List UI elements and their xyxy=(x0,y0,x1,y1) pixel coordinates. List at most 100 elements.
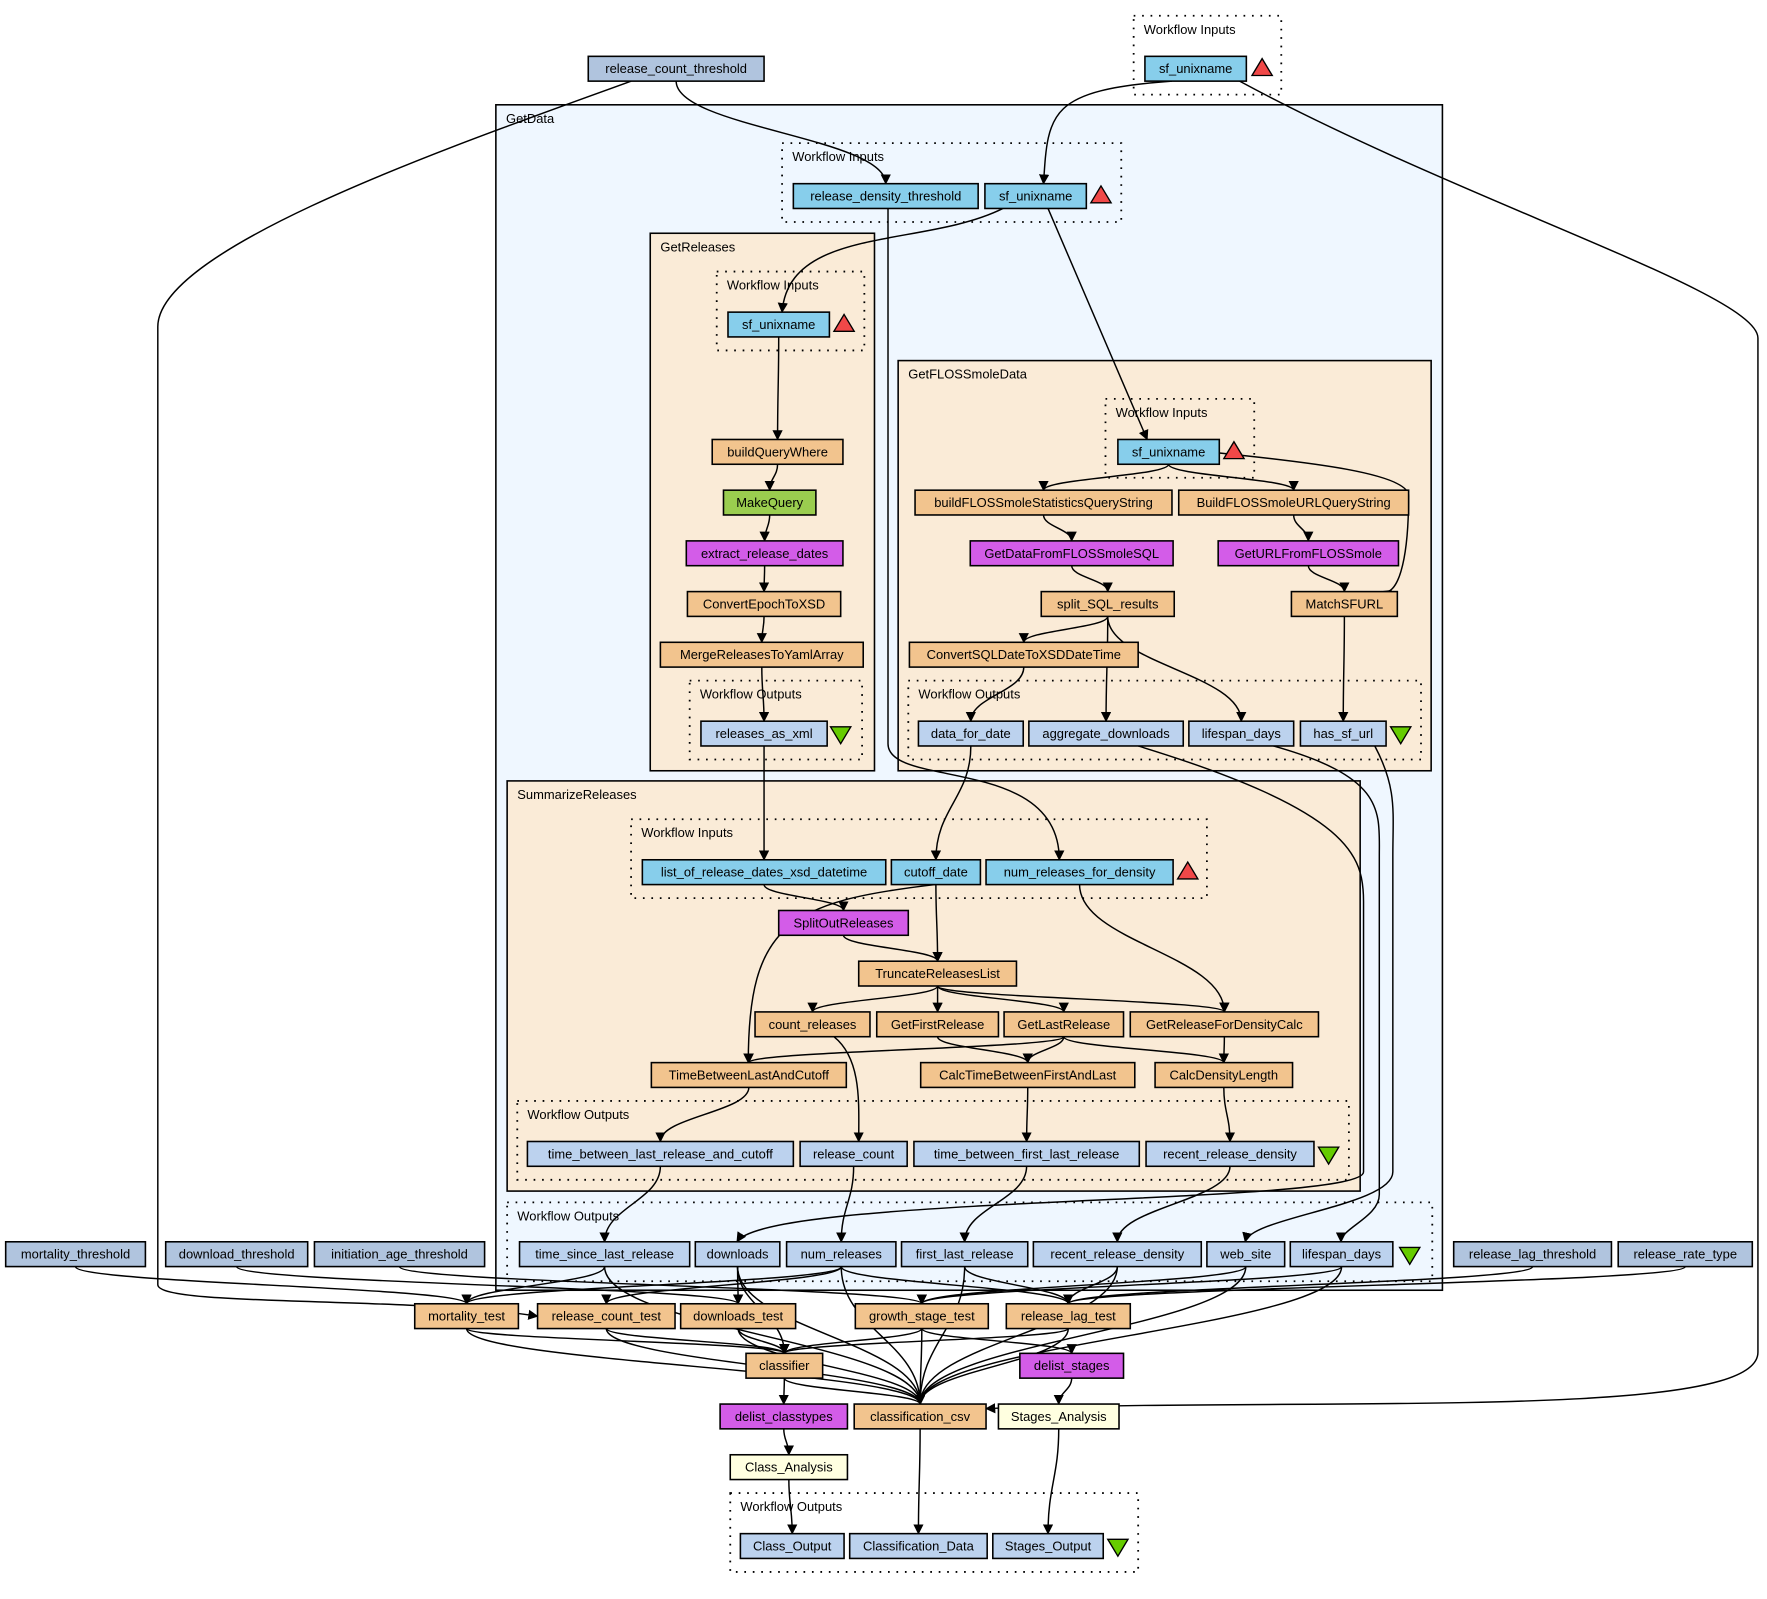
node-releases-as-xml[interactable]: releases_as_xml xyxy=(700,720,828,747)
node-extract-release-dates[interactable]: extract_release_dates xyxy=(685,540,844,567)
node-classifier[interactable]: classifier xyxy=(745,1352,824,1379)
node-growth-stage-test[interactable]: growth_stage_test xyxy=(854,1302,990,1330)
node-delist-stages[interactable]: delist_stages xyxy=(1019,1352,1125,1379)
node-buildQueryWhere[interactable]: buildQueryWhere xyxy=(711,438,844,466)
node-release-count[interactable]: release_count xyxy=(799,1140,908,1168)
edge-GetDataFromFLOSSmoleSQL-to-split_SQL_results xyxy=(1070,565,1113,593)
node-mortality-test[interactable]: mortality_test xyxy=(413,1302,520,1330)
node-classification-csv[interactable]: classification_csv xyxy=(853,1403,987,1430)
node-Class-Output[interactable]: Class_Output xyxy=(739,1532,845,1560)
node-release-count-test[interactable]: release_count_test xyxy=(536,1302,676,1330)
cluster-getdata-inputs: Workflow Inputs xyxy=(781,142,1123,223)
node-Classification-Data[interactable]: Classification_Data xyxy=(848,1532,988,1560)
node-num-releases-for-density[interactable]: num_releases_for_density xyxy=(985,858,1174,886)
node-cutoff-date[interactable]: cutoff_date xyxy=(890,858,982,886)
node-label: GetDataFromFLOSSmoleSQL xyxy=(984,546,1159,561)
node-release-count-threshold[interactable]: release_count_threshold xyxy=(587,55,765,82)
node-release-lag-threshold[interactable]: release_lag_threshold xyxy=(1452,1240,1613,1268)
node-downloads[interactable]: downloads xyxy=(694,1240,781,1268)
edge-MergeReleasesToYamlArray-to-releases_as_xml xyxy=(758,667,770,723)
node-SplitOutReleases[interactable]: SplitOutReleases xyxy=(777,909,910,937)
output-triangle-icon xyxy=(1317,1146,1340,1166)
node-label: Classification_Data xyxy=(863,1539,975,1554)
node-top-sf-unixname[interactable]: sf_unixname xyxy=(1144,55,1248,82)
node-initiation-age-threshold[interactable]: initiation_age_threshold xyxy=(313,1240,486,1268)
node-recent-release-density[interactable]: recent_release_density xyxy=(1032,1240,1203,1268)
node-mortality-threshold[interactable]: mortality_threshold xyxy=(4,1240,147,1268)
node-label: MakeQuery xyxy=(736,495,803,510)
node-buildFLOSSmoleStatisticsQueryString[interactable]: buildFLOSSmoleStatisticsQueryString xyxy=(914,489,1173,516)
node-gr-sf-unixname[interactable]: sf_unixname xyxy=(727,311,831,338)
edge-num_releases-to-mortality_test xyxy=(461,1265,842,1305)
node-delist-classtypes[interactable]: delist_classtypes xyxy=(719,1403,849,1430)
node-release-rate-type[interactable]: release_rate_type xyxy=(1617,1240,1754,1268)
edge-time_since_last_release-to-mortality_test xyxy=(461,1266,606,1305)
node-release-lag-test[interactable]: release_lag_test xyxy=(1005,1302,1132,1330)
node-gf-lifespan-days[interactable]: lifespan_days xyxy=(1188,720,1295,747)
node-GetFirstRelease[interactable]: GetFirstRelease xyxy=(875,1011,1000,1038)
edge-GetReleaseForDensityCalc-to-CalcDensityLength xyxy=(1218,1036,1229,1064)
node-GetReleaseForDensityCalc[interactable]: GetReleaseForDensityCalc xyxy=(1129,1011,1320,1038)
node-MatchSFURL[interactable]: MatchSFURL xyxy=(1290,590,1399,618)
node-label: Stages_Analysis xyxy=(1011,1409,1107,1424)
node-downloads-test[interactable]: downloads_test xyxy=(679,1302,797,1330)
node-label: CalcTimeBetweenFirstAndLast xyxy=(939,1068,1117,1083)
node-label: data_for_date xyxy=(931,726,1011,741)
node-GetDataFromFLOSSmoleSQL[interactable]: GetDataFromFLOSSmoleSQL xyxy=(969,540,1174,567)
node-GetURLFromFLOSSmole[interactable]: GetURLFromFLOSSmole xyxy=(1217,540,1400,567)
node-label: Stages_Output xyxy=(1005,1539,1092,1554)
node-gf-sf-unixname[interactable]: sf_unixname xyxy=(1117,438,1221,466)
node-CalcDensityLength[interactable]: CalcDensityLength xyxy=(1154,1061,1294,1089)
node-TruncateReleasesList[interactable]: TruncateReleasesList xyxy=(857,960,1018,987)
edge-GetLastRelease-to-CalcDensityLength xyxy=(1063,1036,1229,1064)
node-label: MergeReleasesToYamlArray xyxy=(680,647,844,662)
edge-release_count-to-num_releases xyxy=(836,1166,855,1243)
node-label: CalcDensityLength xyxy=(1170,1068,1279,1083)
cluster-label: SummarizeReleases xyxy=(517,787,636,802)
node-TimeBetweenLastAndCutoff[interactable]: TimeBetweenLastAndCutoff xyxy=(650,1061,848,1089)
node-gd-release-density-threshold[interactable]: release_density_threshold xyxy=(792,182,979,210)
node-split-SQL-results[interactable]: split_SQL_results xyxy=(1040,590,1176,618)
node-label: downloads xyxy=(707,1247,769,1262)
node-MakeQuery[interactable]: MakeQuery xyxy=(722,489,817,516)
node-label: first_last_release xyxy=(916,1247,1014,1262)
node-web-site[interactable]: web_site xyxy=(1206,1240,1286,1268)
node-MergeReleasesToYamlArray[interactable]: MergeReleasesToYamlArray xyxy=(659,641,865,668)
node-gd-sf-unixname[interactable]: sf_unixname xyxy=(984,182,1088,210)
node-download-threshold[interactable]: download_threshold xyxy=(164,1240,309,1268)
node-label: release_count xyxy=(813,1146,895,1161)
node-sr-recent-release-density[interactable]: recent_release_density xyxy=(1145,1140,1315,1168)
edge-BuildFLOSSmoleURLQueryString-to-GetURLFromFLOSSmole xyxy=(1292,514,1314,542)
node-Stages-Analysis[interactable]: Stages_Analysis xyxy=(997,1403,1120,1430)
node-data-for-date[interactable]: data_for_date xyxy=(917,720,1025,747)
cluster-getreleases-inputs: Workflow Inputs xyxy=(715,270,866,352)
node-count-releases[interactable]: count_releases xyxy=(754,1011,871,1038)
edge-gd_sf_unixname-to-gr_sf_unixname xyxy=(777,207,1004,314)
node-ConvertSQLDateToXSDDateTime[interactable]: ConvertSQLDateToXSDDateTime xyxy=(908,641,1139,668)
edge-GetLastRelease-to-CalcTimeBetweenFirstAndLast xyxy=(1022,1036,1065,1064)
node-label: release_rate_type xyxy=(1633,1247,1737,1262)
node-lifespan-days[interactable]: lifespan_days xyxy=(1289,1240,1394,1268)
node-num-releases[interactable]: num_releases xyxy=(785,1240,897,1268)
node-GetLastRelease[interactable]: GetLastRelease xyxy=(1003,1011,1125,1038)
node-aggregate-downloads[interactable]: aggregate_downloads xyxy=(1028,720,1185,747)
cluster-getflossmole-outputs: Workflow Outputs xyxy=(907,679,1422,761)
cluster-label: Workflow Outputs xyxy=(918,687,1020,702)
node-BuildFLOSSmoleURLQueryString[interactable]: BuildFLOSSmoleURLQueryString xyxy=(1177,489,1410,516)
edge-top_sf_unixname-to-classification_csv xyxy=(985,80,1759,1414)
node-first-last-release[interactable]: first_last_release xyxy=(900,1240,1029,1268)
node-label: downloads_test xyxy=(693,1309,783,1324)
node-time-between-last-release-and-cutoff[interactable]: time_between_last_release_and_cutoff xyxy=(526,1140,795,1168)
node-ConvertEpochToXSD[interactable]: ConvertEpochToXSD xyxy=(686,590,842,618)
node-time-since-last-release[interactable]: time_since_last_release xyxy=(518,1240,691,1268)
node-label: sf_unixname xyxy=(999,189,1072,204)
node-label: ConvertSQLDateToXSDDateTime xyxy=(927,647,1121,662)
node-Class-Analysis[interactable]: Class_Analysis xyxy=(729,1453,849,1481)
node-CalcTimeBetweenFirstAndLast[interactable]: CalcTimeBetweenFirstAndLast xyxy=(919,1061,1136,1089)
node-label: mortality_test xyxy=(428,1309,505,1324)
node-time-between-first-last-release[interactable]: time_between_first_last_release xyxy=(913,1140,1141,1168)
node-Stages-Output[interactable]: Stages_Output xyxy=(992,1532,1105,1560)
node-has-sf-url[interactable]: has_sf_url xyxy=(1299,720,1387,747)
node-label: time_since_last_release xyxy=(535,1247,674,1262)
node-list-of-release-dates-xsd-datetime[interactable]: list_of_release_dates_xsd_datetime xyxy=(641,858,887,886)
